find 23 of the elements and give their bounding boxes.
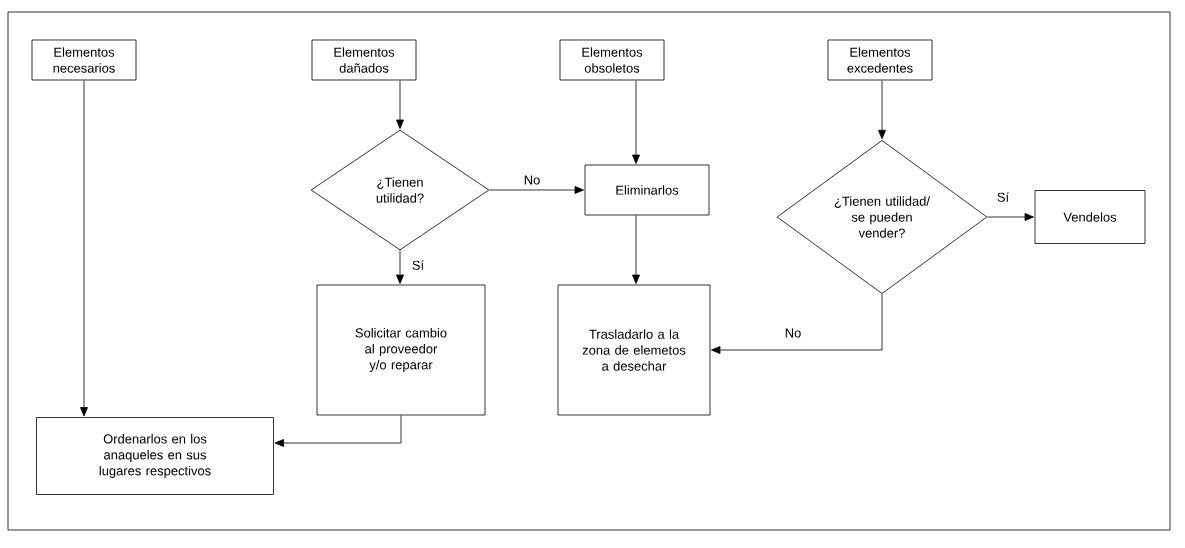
edge-label: Sí — [995, 191, 1011, 203]
arrow — [396, 250, 404, 284]
edge-label: No — [522, 174, 542, 186]
arrow — [396, 80, 404, 129]
arrow — [489, 186, 584, 194]
process-box: Elementos obsoletos — [559, 39, 665, 81]
process-box: Elementos excedentes — [827, 39, 933, 81]
arrow — [878, 80, 886, 140]
arrow — [987, 213, 1034, 221]
process-box: Elementos necesarios — [31, 39, 137, 81]
process-box: Eliminarlos — [584, 164, 710, 216]
process-box: Solicitar cambio al proveedor y/o reparar — [316, 284, 486, 416]
arrow — [274, 415, 402, 447]
edge-label: No — [783, 327, 803, 339]
process-box: Ordenarlos en los anaqueles en sus lugares respectivos — [36, 417, 274, 495]
arrow — [632, 215, 640, 284]
arrow — [80, 80, 88, 417]
edge-label: Sí — [410, 259, 426, 271]
process-box: Trasladarlo a la zona de elemetos a desechar — [557, 284, 711, 416]
arrow — [711, 293, 883, 354]
arrow — [632, 80, 640, 164]
process-box: Vendelos — [1034, 190, 1146, 244]
process-box: Elementos dañados — [311, 39, 417, 81]
